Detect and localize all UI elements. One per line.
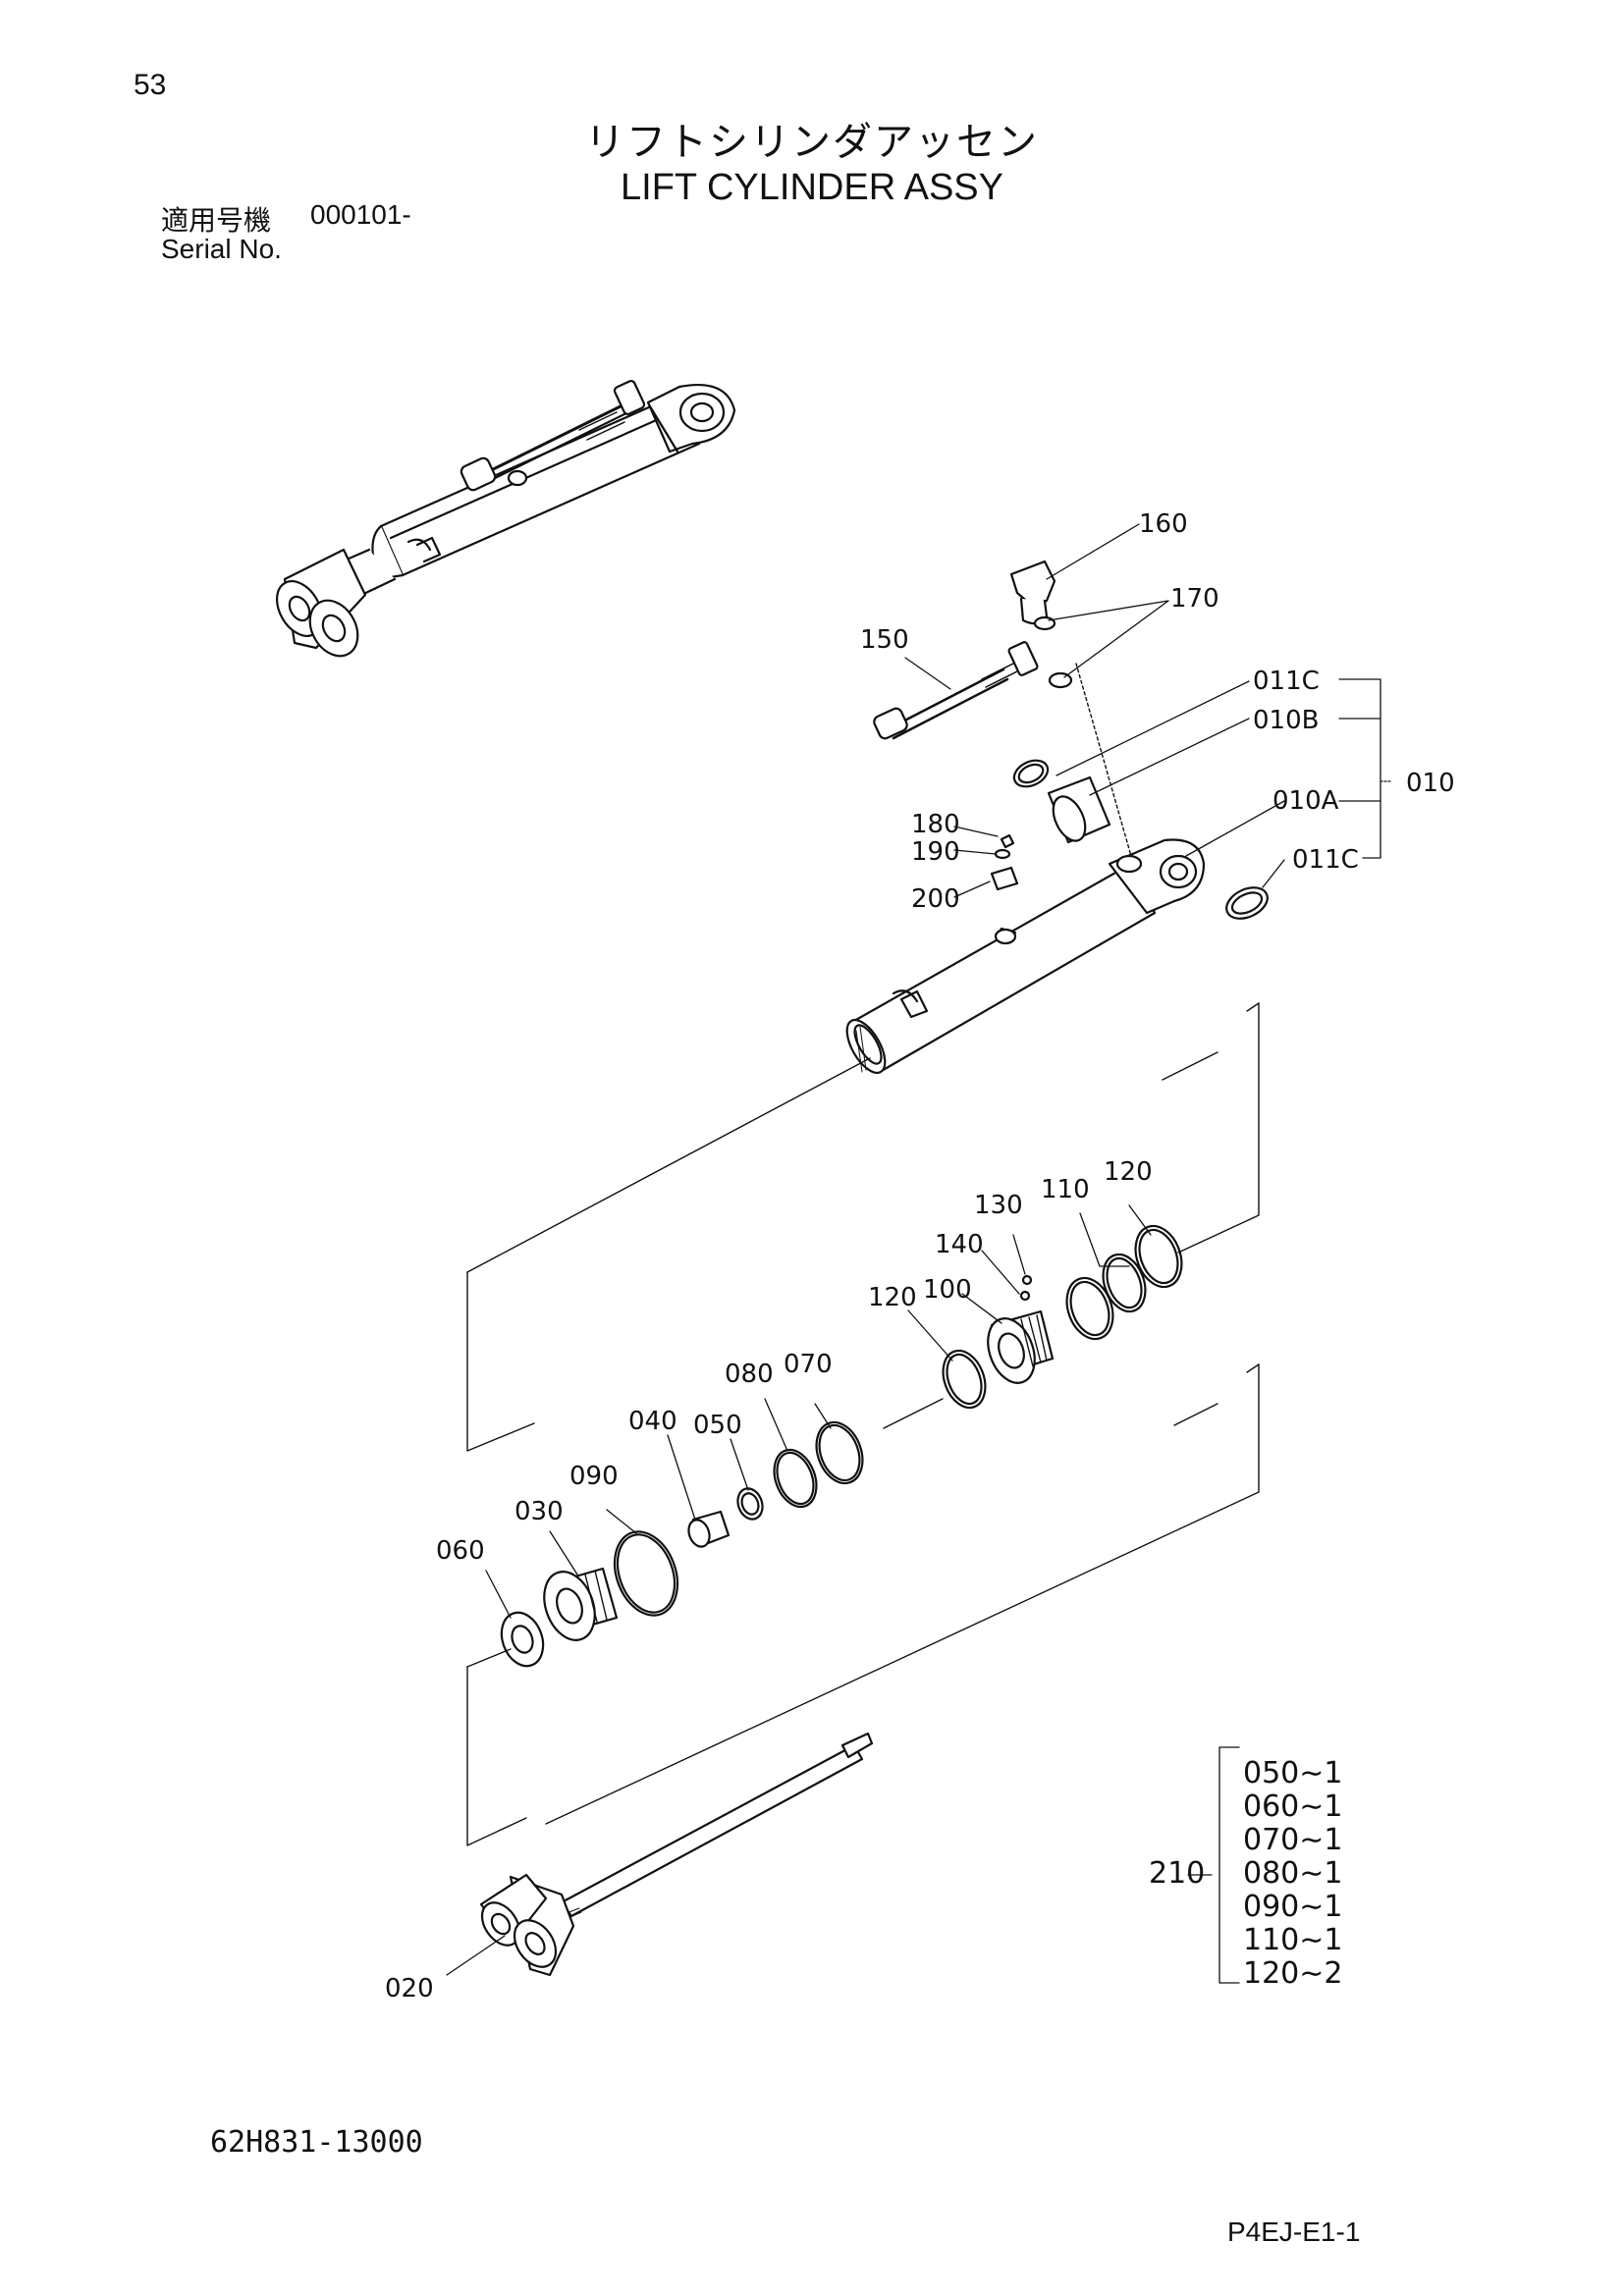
callout-090: 090 (569, 1462, 619, 1491)
callout-011c-top: 011C (1253, 667, 1320, 696)
callout-130: 130 (974, 1191, 1023, 1220)
callout-100: 100 (923, 1275, 972, 1305)
exploded-piston-seals (500, 1224, 1183, 1668)
callout-170: 170 (1170, 584, 1219, 614)
kit-list-item: 060∼1 (1243, 1789, 1342, 1824)
callout-060: 060 (436, 1536, 485, 1566)
serial-number-value: 000101- (310, 199, 411, 230)
piston-rod-illustration (479, 1732, 874, 1977)
page-title-japanese: リフトシリンダアッセン (585, 120, 1039, 165)
callout-200: 200 (911, 884, 960, 914)
callout-010b: 010B (1253, 706, 1319, 735)
page-title-english: LIFT CYLINDER ASSY (621, 167, 1003, 208)
callout-080: 080 (725, 1360, 774, 1389)
kit-list-item: 090∼1 (1243, 1890, 1342, 1924)
callout-011c-bottom: 011C (1292, 845, 1359, 875)
callout-150: 150 (860, 625, 909, 655)
kit-contents-list: 050∼1 060∼1 070∼1 080∼1 090∼1 110∼1 120∼… (1243, 1756, 1342, 1991)
leader-lines (446, 523, 1391, 1984)
kit-list-item: 070∼1 (1243, 1823, 1342, 1857)
serial-label-japanese: 適用号機 (161, 204, 272, 237)
assembled-cylinder-illustration (275, 379, 736, 658)
callout-030: 030 (514, 1497, 564, 1526)
page-number: 53 (134, 69, 167, 101)
callout-180: 180 (911, 810, 960, 839)
kit-list-item: 080∼1 (1243, 1856, 1342, 1891)
callout-020: 020 (385, 1974, 434, 2003)
callout-labels: 160 170 150 011C 010B 010 010A 011C 180 … (385, 509, 1455, 2003)
callout-010: 010 (1406, 769, 1455, 798)
explosion-guide-lines (466, 663, 1260, 1846)
callout-110: 110 (1041, 1175, 1090, 1204)
drawing-part-number: 62H831-13000 (210, 2125, 423, 2160)
callout-040: 040 (628, 1407, 677, 1436)
callout-010a: 010A (1272, 786, 1339, 816)
kit-list-item: 110∼1 (1243, 1923, 1342, 1957)
callout-120-right: 120 (1104, 1157, 1153, 1187)
cylinder-tube-illustration (845, 838, 1206, 1075)
callout-140: 140 (935, 1230, 984, 1259)
kit-list-item: 050∼1 (1243, 1756, 1342, 1790)
callout-120-left: 120 (868, 1283, 917, 1312)
callout-070: 070 (784, 1350, 833, 1379)
kit-list-item: 120∼2 (1243, 1956, 1342, 1991)
callout-210: 210 (1149, 1856, 1205, 1891)
callout-050: 050 (693, 1411, 742, 1440)
page-code: P4EJ-E1-1 (1227, 2216, 1361, 2247)
callout-190: 190 (911, 837, 960, 867)
callout-160: 160 (1139, 509, 1188, 539)
serial-label-english: Serial No. (161, 234, 282, 264)
